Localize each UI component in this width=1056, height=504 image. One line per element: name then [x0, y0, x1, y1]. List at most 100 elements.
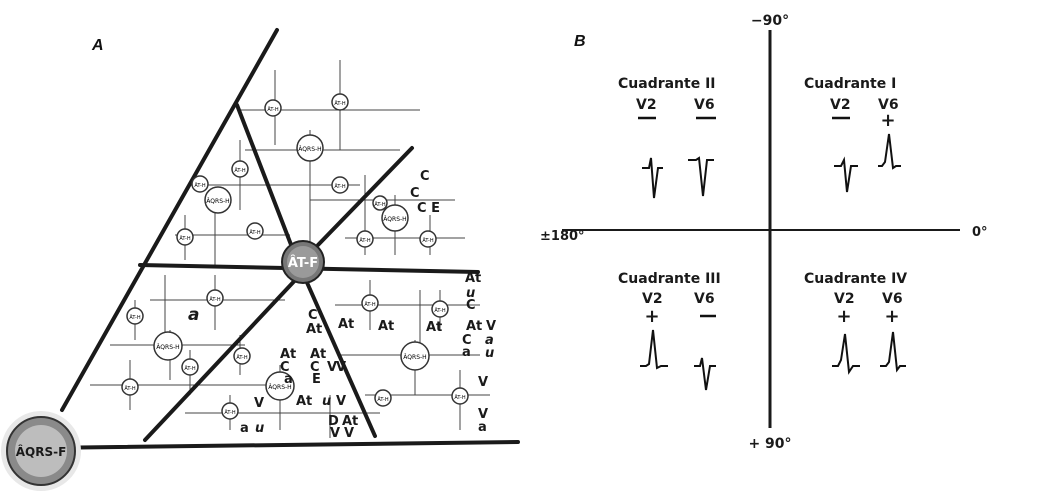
svg-text:At: At [378, 319, 394, 334]
node-small: ÂT-H [246, 222, 264, 240]
node-small: ÂT-H [374, 389, 392, 407]
svg-text:ÂQRS-H: ÂQRS-H [403, 354, 426, 361]
ecg-waveform [878, 133, 901, 170]
axis-label-top: −90° [751, 13, 789, 29]
svg-text:C: C [310, 360, 320, 375]
svg-text:C: C [280, 360, 290, 375]
svg-text:C: C [308, 308, 318, 323]
node-medium: ÂQRS-H [400, 341, 430, 371]
svg-text:ÂQRS-H: ÂQRS-H [383, 216, 406, 223]
svg-text:a: a [240, 421, 249, 436]
svg-text:ÂT-H: ÂT-H [249, 229, 260, 236]
svg-text:a: a [485, 333, 494, 348]
svg-text:V: V [336, 360, 346, 375]
svg-text:C: C [420, 169, 430, 184]
svg-text:a: a [284, 372, 293, 387]
svg-text:ÂT-H: ÂT-H [209, 296, 220, 303]
svg-text:V: V [486, 319, 496, 334]
quadrant-title: Cuadrante III [618, 271, 721, 287]
ecg-waveform [688, 156, 714, 197]
svg-text:ÂT-H: ÂT-H [194, 182, 205, 189]
lead-label-v2: V2 [636, 97, 657, 113]
svg-text:ÂT-H: ÂT-H [267, 106, 278, 113]
svg-text:At: At [426, 320, 442, 335]
node-small: ÂT-H [331, 176, 349, 194]
svg-text:ÂT-H: ÂT-H [374, 201, 385, 208]
quadrant-title: Cuadrante IV [804, 271, 907, 287]
node-small: ÂT-H [231, 160, 249, 178]
svg-text:V: V [344, 426, 354, 441]
svg-text:u: u [466, 286, 475, 301]
thick-main-lines [38, 28, 520, 450]
svg-text:ÂT-H: ÂT-H [377, 396, 388, 403]
ecg-waveform [880, 331, 906, 373]
svg-text:At: At [466, 319, 482, 334]
svg-text:ÂT-H: ÂT-H [129, 314, 140, 321]
node-small: ÂT-H [431, 300, 449, 318]
node-small: ÂT-H [181, 358, 199, 376]
svg-text:ÂQRS-H: ÂQRS-H [298, 146, 321, 153]
panel-a-lattice-diagram: A [1, 28, 520, 491]
ecg-waveform [642, 157, 663, 199]
svg-text:E: E [312, 372, 321, 387]
quadrant-iii: Cuadrante III V2 V6 + [618, 271, 721, 391]
svg-text:At: At [465, 271, 481, 286]
panel-b-svg: B −90° + 90° ±180° 0° Cuadrante II V2 V6… [540, 13, 988, 452]
node-small: ÂT-H [176, 228, 194, 246]
quadrant-i: Cuadrante I V2 V6 + [804, 76, 901, 193]
lead-label-v2: V2 [830, 97, 851, 113]
svg-text:At: At [296, 394, 312, 409]
node-small: ÂT-H [419, 230, 437, 248]
svg-text:ÂQRS-H: ÂQRS-H [206, 198, 229, 205]
svg-text:u: u [255, 421, 264, 436]
svg-text:ÂT-H: ÂT-H [434, 307, 445, 314]
panel-a-svg: A [1, 28, 520, 491]
svg-text:ÂT-H: ÂT-H [236, 354, 247, 361]
region-letters: a C C C E At u C At C At At At At C a V … [188, 169, 496, 441]
sign-positive: + [884, 306, 899, 327]
quadrant-iv: Cuadrante IV V2 V6 + + [804, 271, 907, 375]
node-medium: ÂQRS-H [204, 186, 232, 214]
svg-text:C: C [462, 333, 472, 348]
node-small: ÂT-H [451, 387, 469, 405]
node-small: ÂT-H [221, 402, 239, 420]
svg-text:ÂQRS-H: ÂQRS-H [268, 384, 291, 391]
svg-text:ÂT-H: ÂT-H [184, 365, 195, 372]
node-medium: ÂQRS-H [381, 204, 409, 232]
corner-node: ÂQRS-F [1, 411, 81, 491]
node-small: ÂT-H [126, 307, 144, 325]
svg-text:ÂT-H: ÂT-H [224, 409, 235, 416]
ecg-waveform [832, 333, 860, 375]
ecg-waveform [640, 329, 668, 370]
node-small: ÂT-H [361, 294, 379, 312]
svg-text:ÂT-H: ÂT-H [124, 385, 135, 392]
svg-text:ÂT-H: ÂT-H [179, 235, 190, 242]
letter-a: a [188, 305, 199, 325]
svg-text:ÂQRS-F: ÂQRS-F [16, 444, 67, 459]
svg-text:At: At [338, 317, 354, 332]
lead-label-v6: V6 [694, 291, 715, 307]
node-small: ÂT-H [206, 289, 224, 307]
svg-text:C: C [410, 186, 420, 201]
node-small: ÂT-H [372, 195, 388, 211]
svg-text:ÂT-H: ÂT-H [364, 301, 375, 308]
svg-text:a: a [462, 345, 471, 360]
sign-positive: + [880, 110, 895, 131]
sign-positive: + [644, 306, 659, 327]
panel-a-label: A [91, 37, 104, 54]
sign-positive: + [836, 306, 851, 327]
lead-label-v2: V2 [834, 291, 855, 307]
lead-label-v6: V6 [882, 291, 903, 307]
axis-label-right: 0° [972, 225, 988, 240]
ecg-waveform [694, 357, 716, 391]
axis-label-bottom: + 90° [748, 436, 791, 452]
svg-text:u: u [322, 394, 331, 409]
svg-text:a: a [478, 420, 487, 435]
medium-nodes: ÂQRS-H ÂQRS-H ÂQRS-H ÂQRS-H ÂQRS-H ÂQRS-… [153, 134, 430, 401]
quadrant-title: Cuadrante I [804, 76, 896, 92]
svg-text:ÂT-H: ÂT-H [334, 183, 345, 190]
svg-text:V: V [327, 360, 337, 375]
svg-text:D: D [328, 414, 339, 429]
svg-text:ÂT-H: ÂT-H [454, 394, 465, 401]
ecg-waveform [834, 156, 858, 193]
